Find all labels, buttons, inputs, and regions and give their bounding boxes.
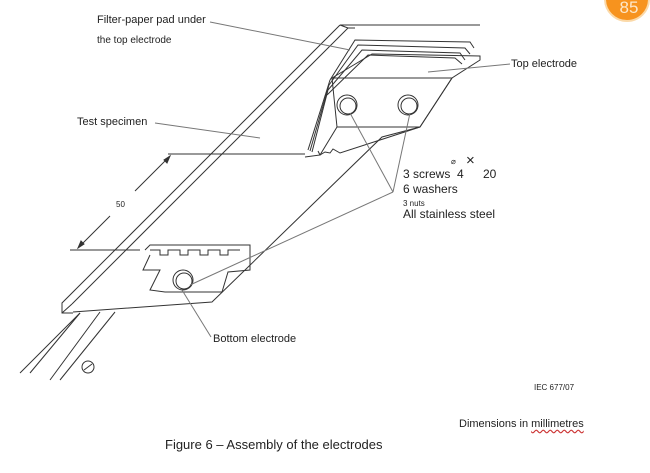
screw-diameter: 4 [457, 167, 464, 181]
label-filter-paper-2: the top electrode [97, 35, 172, 46]
strip-hole-icon [81, 360, 95, 374]
leader-lines [154, 21, 511, 338]
label-nuts: 3 nuts [403, 199, 425, 208]
dimensions-note: Dimensions in millimetres [459, 418, 584, 430]
label-top-electrode: Top electrode [511, 58, 578, 70]
label-material: All stainless steel [403, 207, 496, 221]
filter-paper-pads [307, 39, 475, 153]
bottom-electrode [142, 244, 251, 293]
label-washers: 6 washers [403, 182, 458, 196]
dimensions-unit: millimetres [531, 418, 584, 430]
screw-length: 20 [483, 167, 497, 181]
reference-code: IEC 677/07 [534, 383, 575, 392]
dimensions-prefix: Dimensions in [459, 418, 532, 430]
support-strip [19, 24, 480, 381]
label-dimension-50: 50 [116, 200, 125, 209]
dimension-50 [70, 153, 305, 251]
times-symbol: × [466, 152, 475, 169]
label-screws: 3 screws [403, 167, 451, 181]
top-electrode [319, 53, 481, 156]
label-test-specimen: Test specimen [77, 116, 148, 128]
label-filter-paper-1: Filter-paper pad under [97, 14, 206, 26]
figure-caption: Figure 6 – Assembly of the electrodes [165, 437, 383, 452]
test-specimen-plate [72, 126, 421, 313]
diameter-symbol: ⌀ [451, 157, 456, 166]
label-bottom-electrode: Bottom electrode [213, 333, 297, 345]
